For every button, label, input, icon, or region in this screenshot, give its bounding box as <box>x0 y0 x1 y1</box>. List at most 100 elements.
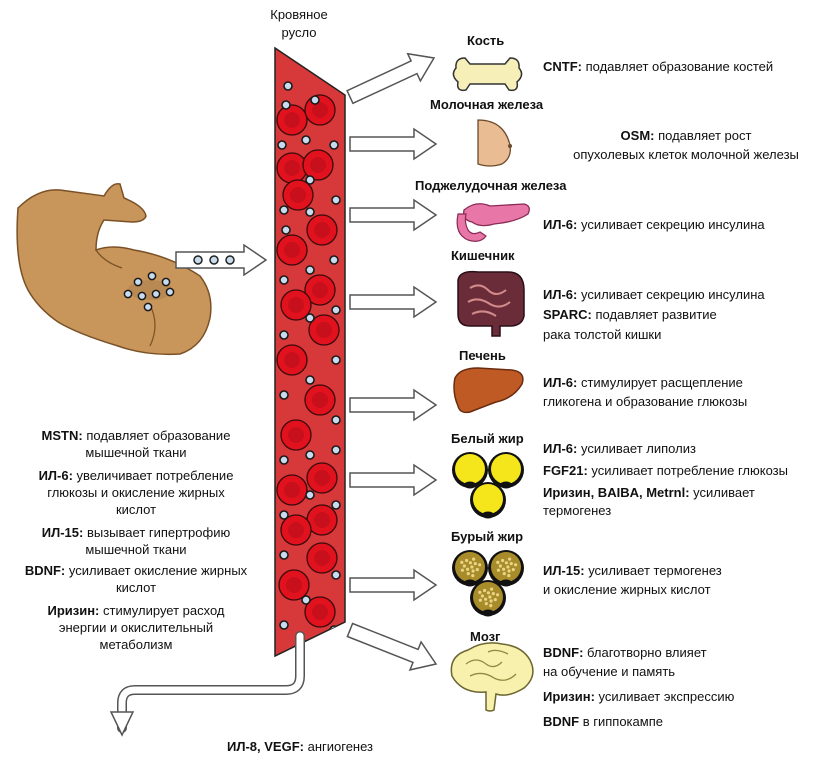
brown-fat-cell-droplet <box>506 565 510 569</box>
red-blood-cell <box>302 149 334 181</box>
myokine-dot <box>283 81 293 91</box>
white-fat-cell-nucleus <box>464 481 476 489</box>
brown-fat-cell-droplet <box>483 588 487 593</box>
angiogenesis-label: ИЛ-8, VEGF: ангиогенез <box>227 739 374 754</box>
myokine-dot <box>133 277 143 287</box>
brown-fat-cell-droplet <box>508 557 512 561</box>
myokine-dots <box>123 271 175 312</box>
myokine-dot <box>279 390 289 400</box>
red-blood-cell-center <box>284 242 300 258</box>
effect-line: энергии и окислительный <box>58 620 214 635</box>
effect-line: ИЛ-15: усиливает термогенез <box>543 563 722 578</box>
effects-pancreas: ИЛ-6: усиливает секрецию инсулина <box>543 216 765 233</box>
brown-fat-cell-droplet <box>507 569 511 573</box>
effects-breast: OSM: подавляет рост опухолевых клеток мо… <box>540 126 832 164</box>
red-blood-cell <box>306 462 338 494</box>
brown-fat-cell-droplet <box>489 604 493 608</box>
effect-line: ИЛ-6: стимулирует расщепление <box>543 375 743 390</box>
effect-line: MSTN: подавляет образование <box>41 428 231 443</box>
brown-fat-cell-nucleus <box>500 579 512 587</box>
brown-fat-cell-droplet <box>478 590 482 595</box>
effect-line: CNTF: подавляет образование костей <box>543 59 774 74</box>
myokine-dot <box>305 450 315 460</box>
red-blood-cell-center <box>312 102 328 118</box>
brown-fat-cell-droplet <box>496 560 500 565</box>
blood-cells <box>276 81 341 647</box>
organ-title-brain: Мозг <box>470 629 501 644</box>
brown-fat-cell-droplet <box>511 568 515 572</box>
myokine-dot <box>331 195 341 205</box>
myokine-dot <box>331 500 341 510</box>
brown-fat-cell-droplet <box>498 564 502 568</box>
effect-line: опухолевых клеток молочной железы <box>573 147 799 162</box>
effect-line: ИЛ-15: вызывает гипертрофию <box>41 525 231 540</box>
red-blood-cell <box>280 289 312 321</box>
red-blood-cell <box>276 344 308 376</box>
myokine-dot <box>281 225 291 235</box>
brown-fat-icon <box>452 550 524 617</box>
myokine-dot <box>279 275 289 285</box>
effect-line: глюкозы и окисление жирных <box>47 485 225 500</box>
brain-icon <box>450 642 534 712</box>
return-arrow-head <box>109 711 135 737</box>
brown-fat-cell-droplet <box>475 568 479 572</box>
vessel-label-line2: русло <box>281 25 317 40</box>
red-blood-cell-center <box>286 577 302 593</box>
arm-to-vessel-arrow <box>175 243 268 277</box>
red-blood-cell-center <box>314 550 330 566</box>
effect-line: и окисление жирных кислот <box>543 582 711 597</box>
brown-fat-cell-droplet <box>473 562 477 566</box>
brown-fat-cell-droplet <box>514 563 518 567</box>
myokine-dot <box>147 271 157 281</box>
brown-fat-cell-nucleus <box>464 579 476 587</box>
myokine-dot <box>305 490 315 500</box>
brown-fat-cell-droplet <box>493 598 497 602</box>
myokine-dot <box>165 287 175 297</box>
brown-fat-cell-nucleus <box>482 609 494 617</box>
arrow-to-breast <box>349 127 438 161</box>
brown-fat-cell-droplet <box>460 568 464 572</box>
brown-fat-cell <box>473 582 503 612</box>
myokine-dot <box>329 140 339 150</box>
myokine-dot <box>331 355 341 365</box>
organ-title-brown-fat: Бурый жир <box>451 529 524 544</box>
myokine-dot <box>151 289 161 299</box>
red-blood-cell-center <box>312 392 328 408</box>
myokine-dot <box>305 175 315 185</box>
myokine-dot <box>123 289 133 299</box>
brown-fat-cell-droplet <box>478 563 482 567</box>
arrow-to-bone <box>346 52 436 105</box>
effect-line: BDNF в гиппокампе <box>543 714 663 729</box>
myokine-dot <box>313 637 323 647</box>
white-fat-cell-nucleus <box>500 481 512 489</box>
brown-fat-cell-droplet <box>488 595 492 599</box>
myokine-dot <box>329 625 339 635</box>
myokine-dot <box>281 100 291 110</box>
brown-fat-cell <box>455 552 485 582</box>
myokine-dot <box>301 135 311 145</box>
myokine-dot <box>331 415 341 425</box>
effect-line: BDNF: усиливает окисление жирных <box>24 563 248 578</box>
effect-line: BDNF: благотворно влияет <box>543 645 707 660</box>
white-fat-cell <box>473 484 503 514</box>
brown-fat-cell-droplet <box>471 569 475 573</box>
bone-icon <box>452 57 523 92</box>
red-blood-cell-center <box>284 352 300 368</box>
brown-fat-cell-droplet <box>486 591 490 595</box>
brown-fat-cell-droplet <box>466 572 470 576</box>
myokine-dot <box>137 291 147 301</box>
red-blood-cell-center <box>312 604 328 620</box>
effects-brain: BDNF: благотворно влияет на обучение и п… <box>543 643 734 731</box>
effect-line: ИЛ-6: усиливает секрецию инсулина <box>543 287 765 302</box>
brown-fat-cell-droplet <box>490 587 494 591</box>
vessel-label: Кровяное русло <box>262 6 336 42</box>
red-blood-cell-center <box>288 297 304 313</box>
effect-line: термогенез <box>543 503 612 518</box>
brown-fat-cell-droplet <box>468 561 472 565</box>
blood-vessel <box>109 46 346 737</box>
brown-fat-cell-droplet <box>502 567 506 571</box>
red-blood-cell-center <box>314 470 330 486</box>
organ-title-pancreas: Поджелудочная железа <box>415 178 567 193</box>
